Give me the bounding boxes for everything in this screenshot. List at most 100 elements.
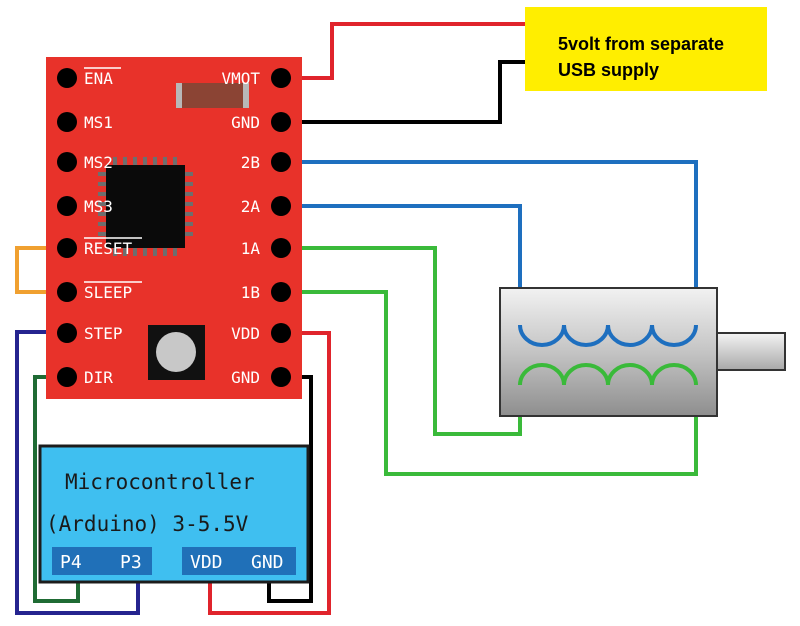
chip-pin [98, 182, 106, 186]
supply-note-box [525, 7, 767, 91]
pin-hole-vmot [271, 68, 291, 88]
pin-hole-step [57, 323, 77, 343]
wire-gnd-black [283, 60, 525, 124]
wire-vmot-red [283, 22, 525, 80]
pin-hole-1a [271, 238, 291, 258]
pin-label-ms2: MS2 [84, 153, 113, 172]
pin-label-1b: 1B [241, 283, 260, 302]
right-pin-labels: VMOT GND 2B 2A 1A 1B VDD GND [221, 69, 260, 387]
motor-body [499, 287, 718, 417]
supply-note: 5volt from separate USB supply [525, 7, 767, 91]
wire-step-navy [15, 330, 140, 615]
microcontroller-voltage: (Arduino) 3-5.5V [46, 512, 249, 536]
pin-label-vmot: VMOT [221, 69, 260, 88]
microcontroller-title: Microcontroller [65, 470, 255, 494]
mcu-pin-strip-right [182, 547, 296, 575]
pin-hole-ms3 [57, 196, 77, 216]
pin-label-vdd: VDD [231, 324, 260, 343]
wire-1a-green [283, 246, 522, 436]
pin-label-step: STEP [84, 324, 123, 343]
pin-hole-dir [57, 367, 77, 387]
chip-pin [143, 248, 147, 256]
chip-pin [133, 157, 137, 165]
pin-hole-1b [271, 282, 291, 302]
pin-label-ms3: MS3 [84, 197, 113, 216]
pin-label-2a: 2A [241, 197, 261, 216]
chip-pin [185, 212, 193, 216]
resistor-lead-right [243, 83, 249, 108]
supply-note-line1: 5volt from separate [558, 34, 724, 54]
resistor-lead-left [176, 83, 182, 108]
pin-label-gnd: GND [231, 113, 260, 132]
chip-pin [98, 192, 106, 196]
chip-pin [185, 202, 193, 206]
sense-resistor [176, 83, 249, 108]
chip-pin [173, 248, 177, 256]
mcu-pin-p4: P4 [60, 552, 82, 573]
chip-pins [98, 157, 193, 256]
wire-vdd-red [208, 331, 331, 615]
pin-hole-ena [57, 68, 77, 88]
chip-pin [123, 248, 127, 256]
pin-label-ms1: MS1 [84, 113, 113, 132]
motor-shaft [714, 332, 786, 371]
wire-dir-darkgreen [33, 375, 80, 603]
wire-2a-blue [283, 204, 522, 325]
chip-pin [185, 182, 193, 186]
pin-label-sleep: SLEEP [84, 283, 132, 302]
microcontroller-board: Microcontroller (Arduino) 3-5.5V P4 P3 V… [38, 444, 310, 584]
chip-pin [133, 248, 137, 256]
chip-pin [98, 232, 106, 236]
pin-hole-gnd2 [271, 367, 291, 387]
chip-pin [113, 248, 117, 256]
pin-hole-ms2 [57, 152, 77, 172]
chip-pin [98, 212, 106, 216]
pin-hole-sleep [57, 282, 77, 302]
driver-chip [106, 165, 185, 248]
pin-hole-gnd [271, 112, 291, 132]
mcu-pin-gnd: GND [251, 552, 284, 573]
stepper-motor [499, 287, 786, 417]
chip-pin [98, 222, 106, 226]
stepper-driver-board: ENA MS1 MS2 MS3 RESET SLEEP STEP DIR VMO… [46, 57, 302, 399]
chip-pin [185, 232, 193, 236]
pin-hole-2a [271, 196, 291, 216]
pin-label-dir: DIR [84, 368, 113, 387]
pin-label-ena: ENA [84, 69, 113, 88]
wire-1b-green [283, 290, 698, 476]
chip-pin [98, 172, 106, 176]
pin-hole-ms1 [57, 112, 77, 132]
mcu-pin-vdd: VDD [190, 552, 223, 573]
chip-pin [163, 248, 167, 256]
wire-2b-blue [283, 160, 698, 325]
chip-pin [163, 157, 167, 165]
pin-hole-vdd [271, 323, 291, 343]
pin-label-reset: RESET [84, 239, 133, 258]
chip-pin [143, 157, 147, 165]
chip-pin [173, 157, 177, 165]
supply-note-line2: USB supply [558, 60, 659, 80]
left-pin-labels: ENA MS1 MS2 MS3 RESET SLEEP STEP DIR [84, 67, 142, 387]
coil-1-green [518, 363, 698, 386]
wire-reset-sleep-orange [15, 246, 66, 294]
pin-hole-reset [57, 238, 77, 258]
pin-label-1a: 1A [241, 239, 261, 258]
coil-2-blue [518, 324, 698, 347]
mcu-pin-strip-left [52, 547, 152, 575]
left-pin-header [57, 68, 77, 387]
right-pin-header [271, 68, 291, 387]
chip-pin [123, 157, 127, 165]
chip-pin [153, 248, 157, 256]
pin-hole-2b [271, 152, 291, 172]
chip-pin [98, 202, 106, 206]
pin-label-gnd2: GND [231, 368, 260, 387]
chip-pin [185, 222, 193, 226]
chip-pin [185, 192, 193, 196]
chip-pin [153, 157, 157, 165]
chip-pin [185, 172, 193, 176]
chip-pin [113, 157, 117, 165]
potentiometer-knob [156, 332, 196, 372]
pin-label-2b: 2B [241, 153, 260, 172]
mcu-pin-p3: P3 [120, 552, 142, 573]
